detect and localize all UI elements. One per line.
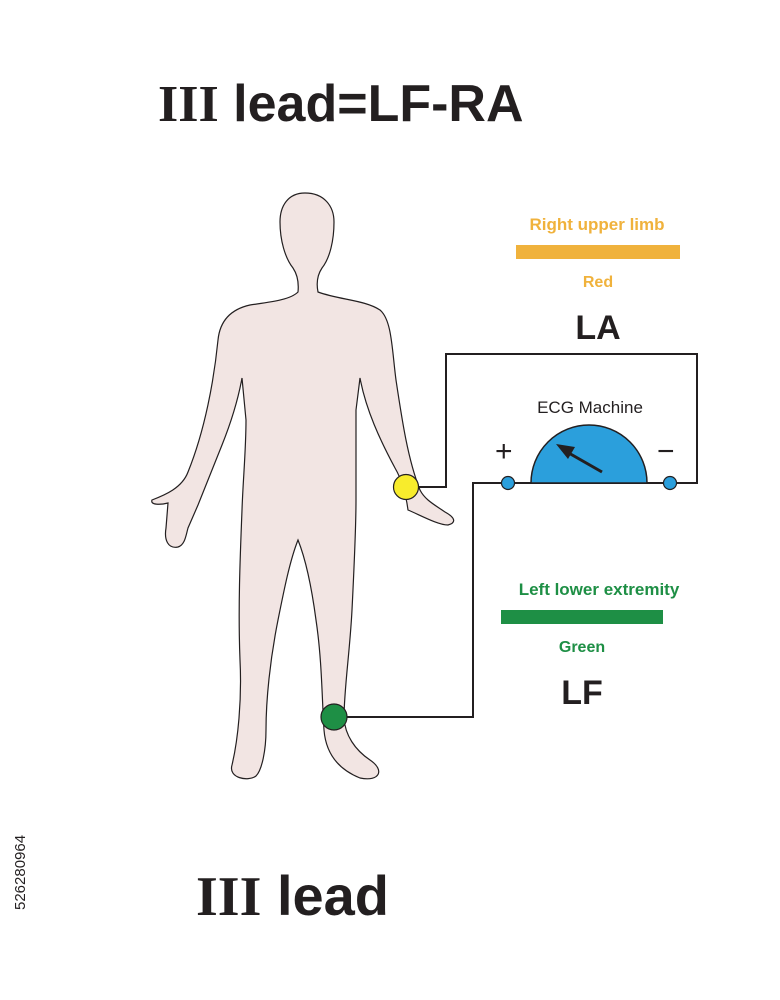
negative-terminal [662,475,678,491]
wire-ankle-to-machine [346,482,508,718]
ankle-electrode-marker [320,703,348,731]
machine-label: ECG Machine [537,398,643,417]
gauge-needle [566,450,603,474]
wrist-electrode-marker [392,473,420,501]
bottom-lead-code: LF [561,674,603,712]
top-lead-code: LA [575,309,621,347]
footer-roman-numeral: III [196,866,262,928]
top-color-name: Red [582,274,614,291]
watermark-id-text: 526280964 [12,835,29,910]
title-roman-numeral: III [158,76,219,133]
footer-title: III lead [196,866,389,928]
human-body-silhouette [151,192,455,780]
watermark-id: 526280964 [12,835,29,910]
title-formula: lead=LF-RA [233,75,524,133]
ecg-gauge [530,424,648,484]
gauge-needle-arrowhead [556,444,575,459]
wire-wrist-to-machine [418,353,698,488]
positive-symbol: + [495,435,513,468]
bottom-limb-label: Left lower extremity [518,580,680,599]
negative-symbol: − [657,435,675,468]
footer-title-text: lead [276,864,390,927]
top-limb-color-bar [516,245,680,259]
bottom-limb-color-bar [501,610,663,624]
top-limb-label: Right upper limb [529,215,665,234]
bottom-color-name: Green [558,639,606,656]
positive-terminal [500,475,516,491]
page-title: III lead=LF-RA [158,78,524,131]
